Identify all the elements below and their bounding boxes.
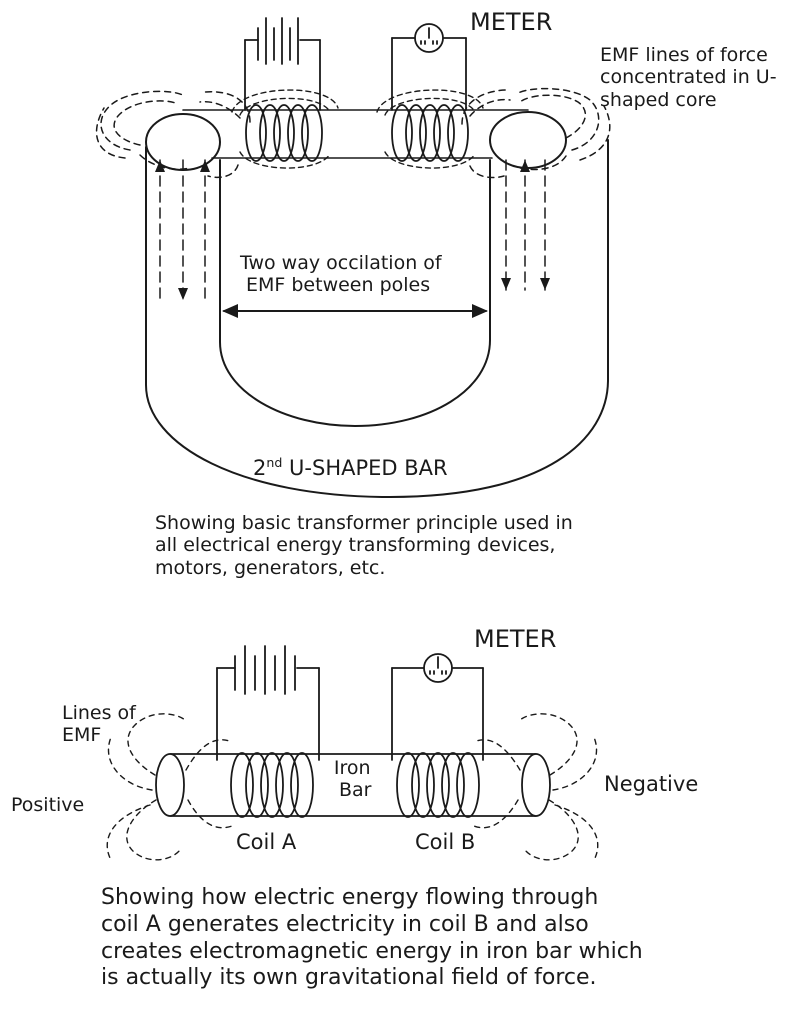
bottom-battery (216, 645, 320, 761)
bottom-meter-label: METER (474, 625, 557, 653)
emf-note-line: EMF lines of force (600, 44, 768, 66)
bottom-caption-line: is actually its own gravitational field … (101, 965, 597, 991)
coil-a-label: Coil A (236, 830, 297, 854)
u-bar-label-prefix: 2 (253, 456, 267, 480)
iron-bar-right-end (521, 753, 551, 817)
bottom-caption-line: coil A generates electricity in coil B a… (101, 911, 589, 937)
iron-bar-line: Iron (333, 757, 371, 779)
u-bar-label-rest: U-SHAPED BAR (282, 456, 448, 480)
bottom-coil-a (230, 752, 314, 818)
lines-of-emf-line: Lines of (62, 702, 136, 724)
negative-label: Negative (604, 772, 699, 796)
top-battery (244, 17, 321, 111)
top-caption-line: Showing basic transformer principle used… (155, 512, 573, 534)
u-bar-outer-outline (145, 139, 609, 498)
u-bar-inner-outline (219, 159, 491, 427)
u-bar-label-sup: nd (266, 455, 283, 470)
bottom-caption: Showing how electric energy flowing thro… (101, 885, 643, 992)
top-coil-b-field (376, 89, 484, 169)
flux-arrowheads (155, 160, 550, 300)
bottom-coil-b (396, 752, 480, 818)
top-caption-line: motors, generators, etc. (155, 556, 386, 579)
oscillation-line: Two way occilation of (240, 252, 442, 274)
top-coil-a-field (231, 89, 339, 169)
oscillation-line: EMF between poles (246, 274, 431, 297)
bottom-meter-circuit (391, 653, 484, 761)
emf-note: EMF lines of force concentrated in U- sh… (600, 44, 777, 111)
emf-note-line: shaped core (600, 88, 717, 111)
top-coil-b (391, 104, 469, 162)
iron-bar-label: Iron Bar (333, 757, 372, 802)
bottom-left-field-lines (106, 713, 233, 861)
iron-bar (155, 753, 551, 817)
oscillation-arrowheads (222, 304, 488, 318)
core-rods (182, 109, 529, 159)
iron-bar-line: Bar (339, 779, 372, 802)
positive-label: Positive (11, 794, 85, 816)
bottom-caption-line: Showing how electric energy flowing thro… (101, 885, 599, 910)
bottom-right-field-lines (473, 713, 599, 861)
right-leg-flux-lines (505, 159, 546, 291)
top-coil-a (245, 104, 323, 162)
right-pole-field-lines (461, 87, 611, 179)
bottom-caption-line: creates electromagnetic energy in iron b… (101, 938, 643, 964)
top-caption: Showing basic transformer principle used… (155, 512, 573, 579)
lines-of-emf-line: EMF (62, 724, 102, 747)
top-diagram (95, 17, 611, 498)
lines-of-emf-label: Lines of EMF (62, 702, 136, 747)
top-meter-circuit (391, 23, 467, 111)
left-leg-flux-lines (159, 159, 206, 301)
iron-bar-left-end (155, 753, 185, 817)
u-bar-label: 2nd U-SHAPED BAR (253, 455, 448, 481)
top-caption-line: all electrical energy transforming devic… (155, 534, 556, 557)
emf-note-line: concentrated in U- (600, 66, 777, 89)
oscillation-note: Two way occilation of EMF between poles (240, 252, 442, 297)
top-meter-label: METER (470, 8, 553, 36)
coil-b-label: Coil B (415, 830, 476, 854)
